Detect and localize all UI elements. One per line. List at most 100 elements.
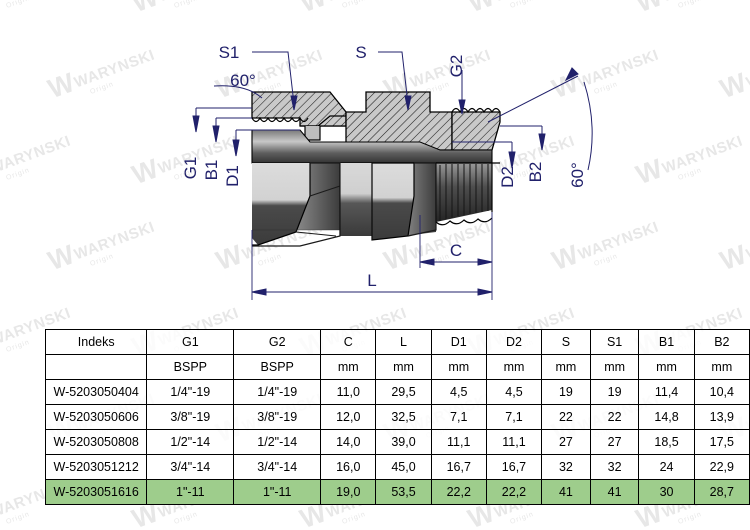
table-row-cell: 19	[541, 379, 591, 405]
table-row-cell: 11,0	[320, 379, 377, 405]
table-row-cell: 32	[541, 454, 591, 480]
table-header-row-cell: B1	[638, 329, 695, 355]
table-row-cell: 1/2"-14	[146, 429, 235, 455]
table-row-cell: 1/4"-19	[233, 379, 322, 405]
table-row-cell: 18,5	[638, 429, 695, 455]
table-row-cell: 19	[589, 379, 640, 405]
table-row-cell: 11,1	[485, 429, 543, 455]
table-row-cell: 1/2"-14	[233, 429, 322, 455]
table-row-cell: 29,5	[375, 379, 432, 405]
table-row-cell: 11,1	[430, 429, 487, 455]
internal-thread-g1	[251, 116, 309, 123]
table-row-cell: 11,4	[638, 379, 695, 405]
table-units-row-cell: mm	[693, 354, 750, 380]
table-row-cell: 4,5	[485, 379, 543, 405]
table-row-cell: 13,9	[693, 404, 750, 430]
table-row-cell: 32	[589, 454, 640, 480]
table-row-cell: 1"-11	[233, 479, 322, 505]
table-row-cell: 3/4"-14	[233, 454, 322, 480]
dimension-extension-lines	[251, 212, 493, 300]
section-right-cone	[451, 111, 501, 151]
label-angle-right: 60°	[568, 162, 587, 188]
table-header-row-cell: S1	[589, 329, 640, 355]
table-row-cell: 22,2	[430, 479, 487, 505]
dimension-lines	[192, 51, 593, 171]
thread-crest-lines	[439, 164, 489, 221]
dimension-l	[251, 288, 493, 296]
table-row-cell: 27	[589, 429, 640, 455]
table-row-cell: 24	[638, 454, 695, 480]
label-d2: D2	[498, 166, 517, 188]
table-row-cell: 16,7	[485, 454, 543, 480]
table-header-row-cell: G2	[233, 329, 322, 355]
dimension-c	[419, 258, 493, 266]
table-row-cell: 10,4	[693, 379, 750, 405]
table-header-row-cell: D1	[430, 329, 487, 355]
table-row-cell: W-5203051212	[44, 454, 148, 480]
table-row-cell: 14,8	[638, 404, 695, 430]
table-row-cell: 27	[541, 429, 591, 455]
table-units-row-cell: mm	[638, 354, 695, 380]
table-row-cell: 22	[541, 404, 591, 430]
label-b2: B2	[526, 162, 545, 183]
table-row-cell: 3/4"-14	[146, 454, 235, 480]
table-row-cell: 39,0	[375, 429, 432, 455]
label-angle-left: 60°	[230, 71, 256, 90]
table-row-cell: 28,7	[693, 479, 750, 505]
center-shaft-exterior	[340, 163, 372, 236]
label-l: L	[367, 271, 376, 290]
table-units-row-cell: mm	[485, 354, 543, 380]
label-s: S	[355, 43, 366, 62]
table-header-row-cell: C	[320, 329, 377, 355]
table-row-cell: 17,5	[693, 429, 750, 455]
table-row-cell: 30	[638, 479, 695, 505]
left-hex-nut-face	[252, 163, 310, 245]
label-g1: G1	[181, 157, 200, 180]
table-header-row-cell: G1	[146, 329, 235, 355]
table-row-cell: 16,7	[430, 454, 487, 480]
table-row-cell: 1/4"-19	[146, 379, 235, 405]
table-row-cell: 32,5	[375, 404, 432, 430]
table-row-cell: 45,0	[375, 454, 432, 480]
table-row-cell: 12,0	[320, 404, 377, 430]
table-row-cell: 1"-11	[146, 479, 235, 505]
table-header-row-cell: Indeks	[44, 329, 148, 355]
table-row-cell: 53,5	[375, 479, 432, 505]
right-hex-nut-face	[372, 163, 414, 240]
section-center-body	[345, 91, 453, 151]
table-row-cell: W-5203050606	[44, 404, 148, 430]
table-units-row-cell: mm	[589, 354, 640, 380]
table-header-row-cell: D2	[485, 329, 543, 355]
table-header-row-cell: L	[375, 329, 432, 355]
table-units-row-cell: mm	[541, 354, 591, 380]
fitting-geometry	[251, 91, 501, 247]
table-row-cell: 16,0	[320, 454, 377, 480]
table-header-row-cell: S	[541, 329, 591, 355]
table-units-row-cell: mm	[430, 354, 487, 380]
table-row-cell: 22,2	[485, 479, 543, 505]
label-s1: S1	[219, 43, 240, 62]
table-units-row-cell: mm	[320, 354, 377, 380]
label-b1: B1	[202, 160, 221, 181]
table-row-cell: 41	[541, 479, 591, 505]
table-units-row-cell: BSPP	[233, 354, 322, 380]
table-row-cell: 14,0	[320, 429, 377, 455]
label-g2: G2	[447, 55, 466, 78]
table-units-row-cell	[44, 354, 148, 380]
table-row-cell: W-5203050808	[44, 429, 148, 455]
table-row-cell: 3/8"-19	[146, 404, 235, 430]
external-thread-g2	[451, 107, 501, 114]
dimension-labels: S1 S 60° G2 G1 B1 D1 D2 B2 60° C L	[181, 43, 587, 290]
table-units-row-cell: mm	[375, 354, 432, 380]
table-row-cell: 22,9	[693, 454, 750, 480]
label-c: C	[450, 241, 462, 260]
